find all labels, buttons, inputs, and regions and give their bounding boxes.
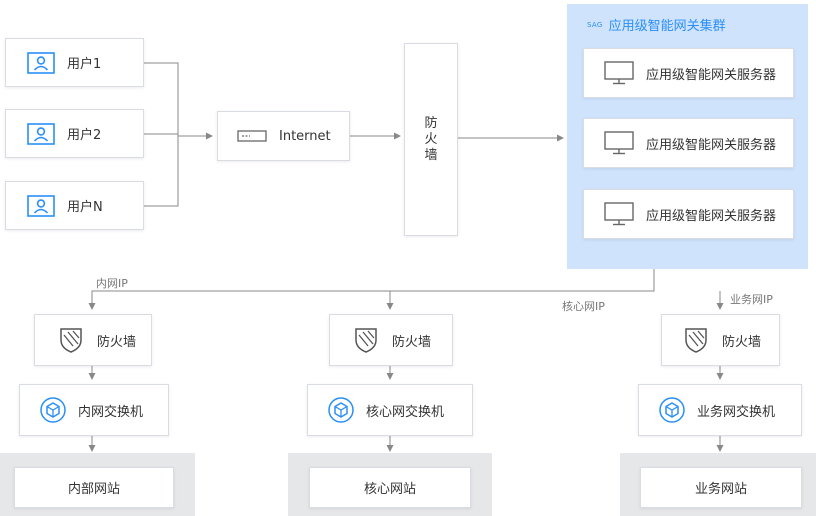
cluster-title: 应用级智能网关集群 (608, 19, 726, 34)
switch-label: 核心网交换机 (366, 404, 445, 420)
gateway-server-1[interactable]: 应用级智能网关服务器 (583, 48, 794, 98)
internet-node[interactable]: Internet (217, 111, 350, 161)
switch-node-internal[interactable]: 内网交换机 (19, 384, 169, 436)
main-firewall-node[interactable]: 防 火 墙 (404, 43, 458, 236)
server-label: 应用级智能网关服务器 (646, 67, 777, 83)
firewall-label: 防火墙 (722, 334, 762, 350)
firewall-char: 火 (424, 131, 438, 147)
switch-label: 内网交换机 (78, 404, 144, 420)
monitor-icon (604, 61, 634, 85)
gateway-server-2[interactable]: 应用级智能网关服务器 (583, 118, 794, 168)
site-label: 内部网站 (67, 482, 120, 497)
branch-bus-line (88, 269, 655, 310)
firewall-node-internal[interactable]: 防火墙 (34, 314, 152, 366)
user-label: 用户N (67, 200, 103, 215)
user-node-2[interactable]: 用户2 (5, 109, 144, 158)
switch-hexagon-icon (328, 397, 354, 423)
user-monitor-icon (27, 194, 55, 217)
switch-hexagon-icon (659, 397, 685, 423)
monitor-icon (604, 131, 634, 155)
firewall-label: 防火墙 (97, 334, 137, 350)
ip-label-core: 核心网IP (562, 300, 605, 313)
shield-icon (354, 326, 378, 354)
ip-label-business: 业务网IP (730, 293, 773, 306)
switch-node-business[interactable]: 业务网交换机 (638, 384, 802, 436)
user-node-1[interactable]: 用户1 (5, 38, 144, 87)
user-monitor-icon (27, 51, 55, 74)
site-node-internal[interactable]: 内部网站 (14, 467, 174, 508)
site-node-core[interactable]: 核心网站 (309, 467, 471, 508)
internet-label: Internet (279, 128, 331, 144)
firewall-node-core[interactable]: 防火墙 (329, 314, 453, 366)
switch-node-core[interactable]: 核心网交换机 (307, 384, 473, 436)
server-label: 应用级智能网关服务器 (646, 137, 777, 153)
server-label: 应用级智能网关服务器 (646, 208, 777, 224)
user-label: 用户1 (67, 57, 102, 72)
firewall-label: 防火墙 (392, 334, 432, 350)
switch-label: 业务网交换机 (697, 404, 776, 420)
site-label: 核心网站 (363, 482, 416, 497)
switch-hexagon-icon (40, 397, 66, 423)
user-label: 用户2 (67, 128, 102, 143)
shield-icon (684, 326, 708, 354)
user-node-n[interactable]: 用户N (5, 181, 144, 230)
firewall-char: 墙 (424, 147, 438, 163)
ip-label-internal: 内网IP (96, 277, 128, 290)
shield-icon (59, 326, 83, 354)
user-monitor-icon (27, 122, 55, 145)
gateway-server-3[interactable]: 应用级智能网关服务器 (583, 189, 794, 239)
firewall-node-business[interactable]: 防火墙 (661, 314, 780, 366)
firewall-char: 防 (424, 115, 438, 131)
site-label: 业务网站 (694, 482, 747, 497)
monitor-icon (604, 202, 634, 226)
cluster-header: SAG 应用级智能网关集群 (587, 15, 726, 34)
sag-badge: SAG (587, 20, 603, 29)
router-icon (237, 130, 267, 142)
site-node-business[interactable]: 业务网站 (640, 467, 802, 508)
